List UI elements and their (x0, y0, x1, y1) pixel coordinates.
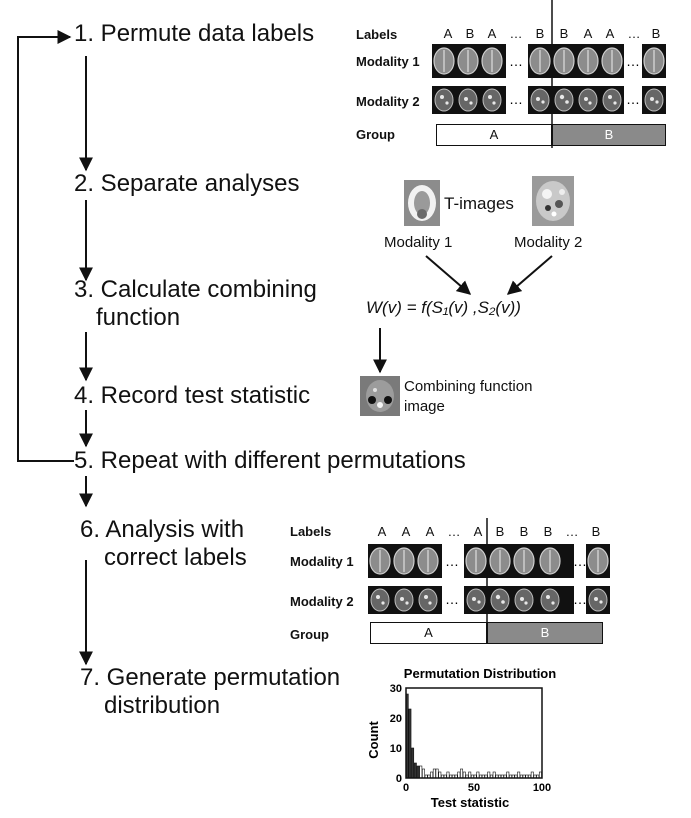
panel2-header-ellipsis: … (565, 524, 579, 539)
svg-text:…: … (573, 591, 587, 607)
histogram-ytick-label: 20 (390, 713, 402, 725)
panel1-brain-strips: … … … … (432, 44, 666, 114)
histogram-bar (468, 771, 472, 779)
histogram-bar (411, 747, 415, 779)
arrow-mod1-formula (425, 255, 472, 295)
histogram-ytick-label: 10 (390, 743, 402, 755)
histogram-bar (457, 771, 461, 779)
combining-function-image (360, 376, 400, 416)
histogram-bar (517, 771, 521, 779)
histogram-bar (506, 771, 510, 779)
step-6-text-line2: correct labels (104, 544, 247, 571)
step-4-text: 4. Record test statistic (74, 382, 311, 409)
svg-text:…: … (626, 91, 640, 107)
histogram-bar (492, 771, 496, 779)
panel2-group-b-box: B (487, 622, 603, 644)
histogram-bar (432, 768, 436, 779)
panel2-modality1-label: Modality 1 (290, 554, 354, 569)
histogram-bar (487, 771, 491, 779)
panel1-header-ellipsis: … (509, 26, 523, 41)
histogram-xtick-label: 0 (403, 782, 409, 794)
histogram-ytick-label: 30 (390, 683, 402, 695)
histogram-bar (530, 771, 534, 779)
histogram-frame (405, 687, 543, 779)
permutation-histogram: Permutation Distribution Count Test stat… (366, 666, 556, 810)
step-2-text: 2. Separate analyses (74, 170, 300, 197)
step-3-text-line2: function (96, 304, 181, 331)
panel2-header-label: B (591, 524, 601, 539)
panel2-header-label: A (377, 524, 387, 539)
panel1-header-label: B (559, 26, 569, 41)
panel1-header-label: A (487, 26, 497, 41)
histogram-xtick-label: 50 (468, 782, 480, 794)
histogram-bar (446, 771, 450, 779)
histogram-ytick-label: 0 (396, 773, 402, 785)
modality2-t-image (532, 176, 574, 226)
arrow-mod2-formula (506, 255, 553, 295)
panel2-brain-strips: … … … … (368, 544, 610, 614)
panel2-labels-title: Labels (290, 524, 332, 539)
svg-text:…: … (445, 553, 459, 569)
histogram-bar (419, 765, 423, 779)
panel1-header-ellipsis: … (627, 26, 641, 41)
combining-caption-line1: Combining function (404, 378, 533, 395)
panel2-modality2-label: Modality 2 (290, 594, 354, 609)
panel1-group-b-box: B (552, 124, 666, 146)
histogram-xtick-label: 100 (533, 782, 551, 794)
svg-text:…: … (573, 553, 587, 569)
panel1-labels-title: Labels (356, 27, 398, 42)
histogram-bar (416, 765, 420, 779)
svg-text:…: … (509, 91, 523, 107)
modality2-caption: Modality 2 (514, 234, 583, 251)
combining-formula: W(v) = f(S₁(v) ,S₂(v)) (366, 298, 521, 317)
svg-text:…: … (445, 591, 459, 607)
step-5-text: 5. Repeat with different permutations (74, 447, 466, 474)
histogram-bar (462, 771, 466, 779)
step-7-text: 7. Generate permutation (80, 664, 341, 691)
modality1-t-image (404, 180, 440, 226)
step-3-text: 3. Calculate combining (74, 276, 317, 303)
histogram-bar (408, 708, 412, 779)
t-images-label: T-images (444, 194, 514, 213)
step-1-text: 1. Permute data labels (74, 20, 315, 47)
panel2-header-label: B (543, 524, 553, 539)
histogram-xlabel: Test statistic (431, 795, 510, 810)
histogram-ylabel: Count (366, 721, 381, 759)
histogram-bar (413, 762, 417, 779)
histogram-bar (460, 768, 464, 779)
panel1-group-a-box: A (436, 124, 552, 146)
panel1-modality1-label: Modality 1 (356, 54, 420, 69)
panel2-header-label: B (495, 524, 505, 539)
panel1-group-label: Group (356, 127, 395, 142)
panel2-header-label: A (401, 524, 411, 539)
svg-text:…: … (509, 53, 523, 69)
histogram-bar (438, 771, 442, 779)
panel1-modality2-label: Modality 2 (356, 94, 420, 109)
combining-caption-line2: image (404, 398, 445, 415)
panel1-header-label: B (535, 26, 545, 41)
histogram-title: Permutation Distribution (404, 666, 556, 681)
panel2-group-a-box: A (370, 622, 487, 644)
histogram-bar (435, 768, 439, 779)
svg-text:…: … (626, 53, 640, 69)
panel1-header-label: B (465, 26, 475, 41)
panel2-header-label: A (425, 524, 435, 539)
panel1-header-label: A (443, 26, 453, 41)
step-6-text: 6. Analysis with (80, 516, 245, 543)
panel2-header-ellipsis: … (447, 524, 461, 539)
modality1-caption: Modality 1 (384, 234, 453, 251)
panel1-header-label: B (651, 26, 661, 41)
panel1-header-label: A (583, 26, 593, 41)
panel2-header-label: B (519, 524, 529, 539)
panel1-header-label: A (605, 26, 615, 41)
step-7-text-line2: distribution (104, 692, 221, 719)
histogram-bar (430, 771, 434, 779)
loop-back-arrow (17, 30, 74, 462)
histogram-bar (476, 771, 480, 779)
panel2-header-label: A (473, 524, 483, 539)
panel2-group-label: Group (290, 627, 329, 642)
histogram-bar (422, 768, 425, 779)
